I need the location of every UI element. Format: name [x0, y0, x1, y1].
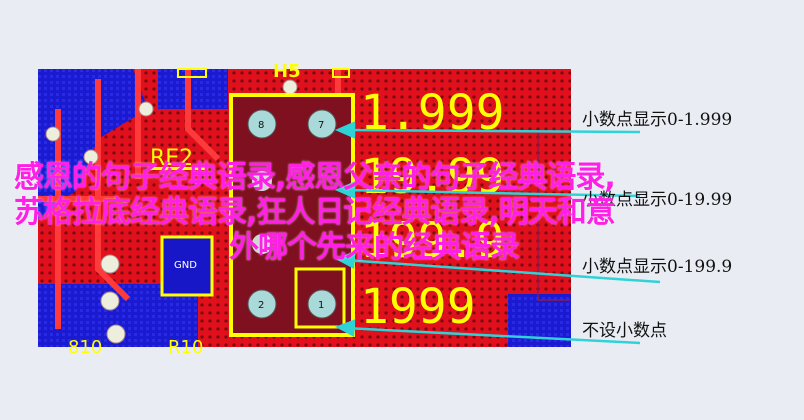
- callout-label-3: 小数点显示0-199.9: [582, 257, 733, 277]
- callout-bracket: [537, 130, 570, 301]
- callout-label-2: 小数点显示0-19.99: [582, 190, 733, 210]
- pin-label-7: 7: [318, 120, 324, 131]
- silk-re-label: RE2: [150, 146, 193, 171]
- silk-bottom-label-2: R10: [168, 337, 203, 358]
- board-blue-layer-top: [158, 69, 228, 109]
- pcb-board-photo: H5 RE2 GND 8 7 2 1 1.999 19.99 199.9 199…: [38, 61, 571, 358]
- pin-label-8: 8: [258, 120, 264, 131]
- silk-top-label: H5: [273, 61, 301, 82]
- overlay-line-2: 苏格拉底经典语录,狂人日记经典语录,明天和意: [14, 195, 616, 230]
- overlay-caption: 感恩的句子经典语录,感恩父亲的句子经典语录, 苏格拉底经典语录,狂人日记经典语录…: [14, 160, 784, 265]
- pcb-board-svg: H5 RE2 GND 8 7 2 1 1.999 19.99 199.9 199…: [38, 61, 571, 358]
- gnd-label: GND: [174, 260, 197, 271]
- digit-label-2: 19.99: [360, 149, 505, 205]
- arrow-group: [334, 121, 661, 345]
- pin1-marker: [294, 267, 346, 329]
- callout-label-1: 小数点显示0-1.999: [582, 110, 733, 130]
- pin-label-2: 2: [258, 300, 264, 311]
- callout-label-4: 不设小数点: [582, 321, 667, 341]
- board-blue-layer-left: [38, 69, 148, 219]
- digit-label-4: 1999: [360, 279, 476, 335]
- gnd-pad: [160, 235, 214, 297]
- overlay-line-1: 感恩的句子经典语录,感恩父亲的句子经典语录,: [14, 160, 616, 195]
- silk-bottom-label-1: 810: [68, 337, 102, 358]
- digit-labels: 1.999 19.99 199.9 1999: [360, 85, 505, 335]
- pin-label-1: 1: [318, 300, 324, 311]
- ic-pins: [247, 109, 337, 319]
- digit-label-3: 199.9: [360, 213, 505, 269]
- overlay-line-3: 外哪个先来的经典语录: [229, 230, 520, 265]
